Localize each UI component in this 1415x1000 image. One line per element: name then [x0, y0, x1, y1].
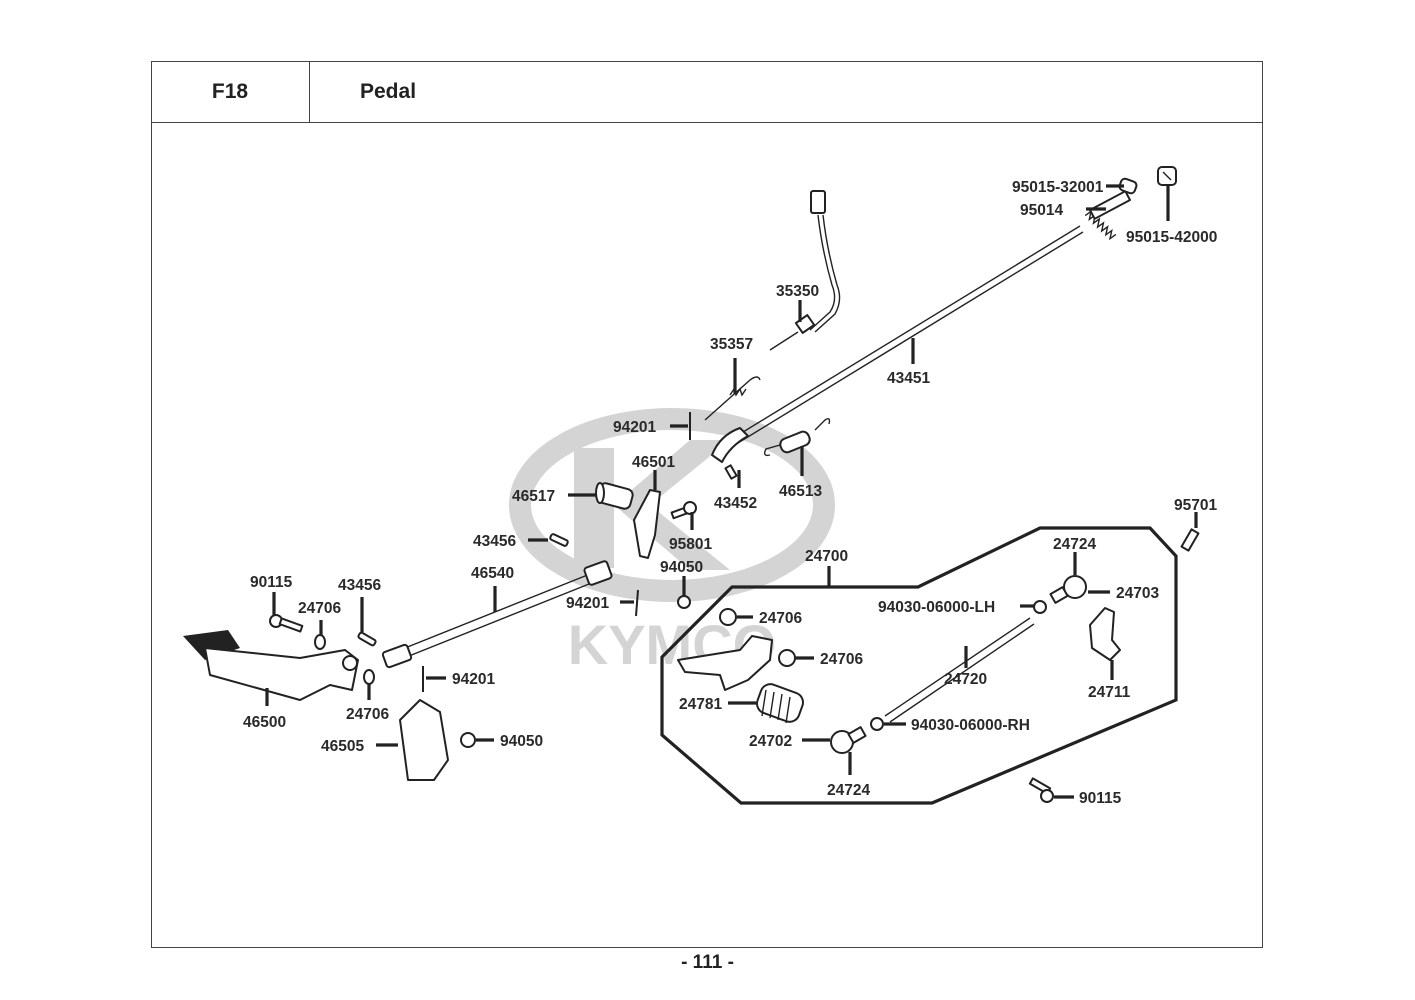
brake-arm-46501: [633, 489, 661, 559]
label-94201-middle[interactable]: 94201: [566, 595, 609, 612]
label-24706-lower[interactable]: 24706: [346, 706, 389, 723]
label-94201-upper[interactable]: 94201: [613, 419, 656, 436]
bolt-95701: [1180, 528, 1200, 552]
watermark-k-arm: [614, 440, 730, 570]
label-94050-lower[interactable]: 94050: [500, 733, 543, 750]
label-24706-left[interactable]: 24706: [298, 600, 341, 617]
label-95801[interactable]: 95801: [669, 536, 712, 553]
label-94050-upper[interactable]: 94050: [660, 559, 703, 576]
rubber-24702: [756, 683, 804, 724]
label-24706-inner-lower[interactable]: 24706: [820, 651, 863, 668]
watermark-ellipse: [509, 408, 835, 602]
label-24724-lower[interactable]: 24724: [827, 782, 870, 799]
seal-24706-upper: [719, 608, 737, 626]
nut-94050-upper: [677, 595, 691, 609]
nut-94030-lh: [1033, 600, 1047, 614]
washer-24706-left: [314, 634, 326, 650]
arm-24781: [677, 635, 773, 691]
collar-46517: [595, 482, 634, 510]
label-46500[interactable]: 46500: [243, 714, 286, 731]
spring-95014: [1084, 190, 1132, 241]
label-90115-right[interactable]: 90115: [1079, 790, 1122, 807]
seal-24706-inner: [778, 649, 796, 667]
kymco-watermark-logo: KYMCO: [509, 408, 835, 676]
label-24724-upper[interactable]: 24724: [1053, 536, 1096, 553]
assembly-24700-outline: [660, 526, 1178, 805]
diagram-frame: [151, 122, 1263, 948]
label-46540[interactable]: 46540: [471, 565, 514, 582]
label-95015-42000[interactable]: 95015-42000: [1126, 229, 1217, 246]
rod-46540: [381, 560, 613, 669]
washer-24706-lower: [363, 669, 375, 685]
brake-rod-43451: [711, 225, 1084, 463]
leader-lines: [265, 184, 1198, 799]
page-number: - 111 -: [681, 952, 734, 973]
pin-43452: [724, 464, 738, 480]
part-labels: 95015-32001 95014 95015-42000 35350 3535…: [243, 179, 1217, 807]
ball-joint-24724-upper: [1049, 575, 1087, 604]
bolt-43456-lower: [357, 631, 377, 647]
section-title: Pedal: [360, 79, 417, 103]
section-code: F18: [151, 61, 310, 122]
brake-switch-35350: [769, 190, 841, 351]
brake-pedal-46500: [183, 630, 359, 701]
label-94201-lower[interactable]: 94201: [452, 671, 495, 688]
label-24703[interactable]: 24703: [1116, 585, 1159, 602]
label-43456-lower[interactable]: 43456: [338, 577, 381, 594]
label-43456-upper[interactable]: 43456: [473, 533, 516, 550]
label-24781[interactable]: 24781: [679, 696, 722, 713]
bolt-95801: [670, 501, 697, 520]
bolt-90115-right: [1028, 777, 1054, 803]
label-46501[interactable]: 46501: [632, 454, 675, 471]
spring-46513: [763, 417, 831, 457]
label-95701[interactable]: 95701: [1174, 497, 1217, 514]
label-95014[interactable]: 95014: [1020, 202, 1063, 219]
label-24706-inner-upper[interactable]: 24706: [759, 610, 802, 627]
label-43451[interactable]: 43451: [887, 370, 930, 387]
ball-joint-24724-lower: [830, 726, 867, 754]
label-94030-06000-lh[interactable]: 94030-06000-LH: [878, 599, 995, 616]
label-46517[interactable]: 46517: [512, 488, 555, 505]
label-94030-06000-rh[interactable]: 94030-06000-RH: [911, 717, 1030, 734]
bolt-90115-left: [269, 614, 304, 633]
label-95015-32001[interactable]: 95015-32001: [1012, 179, 1104, 196]
nut-95015-42000: [1157, 166, 1177, 186]
cotter-pin-94201-middle: [635, 589, 639, 617]
nut-94030-rh: [870, 717, 884, 731]
bracket-24711: [1089, 607, 1121, 661]
label-90115-left[interactable]: 90115: [250, 574, 293, 591]
nut-94050-lower: [460, 732, 476, 748]
shaft-24720: [884, 617, 1035, 723]
spring-35357: [704, 376, 761, 421]
nut-95015-32001: [1118, 177, 1138, 195]
watermark-k-stem: [574, 448, 614, 568]
label-35357[interactable]: 35357: [710, 336, 753, 353]
bracket-46505: [399, 699, 449, 781]
label-46505[interactable]: 46505: [321, 738, 364, 755]
label-24700[interactable]: 24700: [805, 548, 848, 565]
label-24720[interactable]: 24720: [944, 671, 987, 688]
header-box: [151, 61, 1263, 122]
bolt-43456-upper: [549, 533, 569, 547]
label-35350[interactable]: 35350: [776, 283, 819, 300]
label-46513[interactable]: 46513: [779, 483, 822, 500]
label-43452[interactable]: 43452: [714, 495, 757, 512]
label-24702[interactable]: 24702: [749, 733, 792, 750]
label-24711[interactable]: 24711: [1088, 684, 1131, 701]
